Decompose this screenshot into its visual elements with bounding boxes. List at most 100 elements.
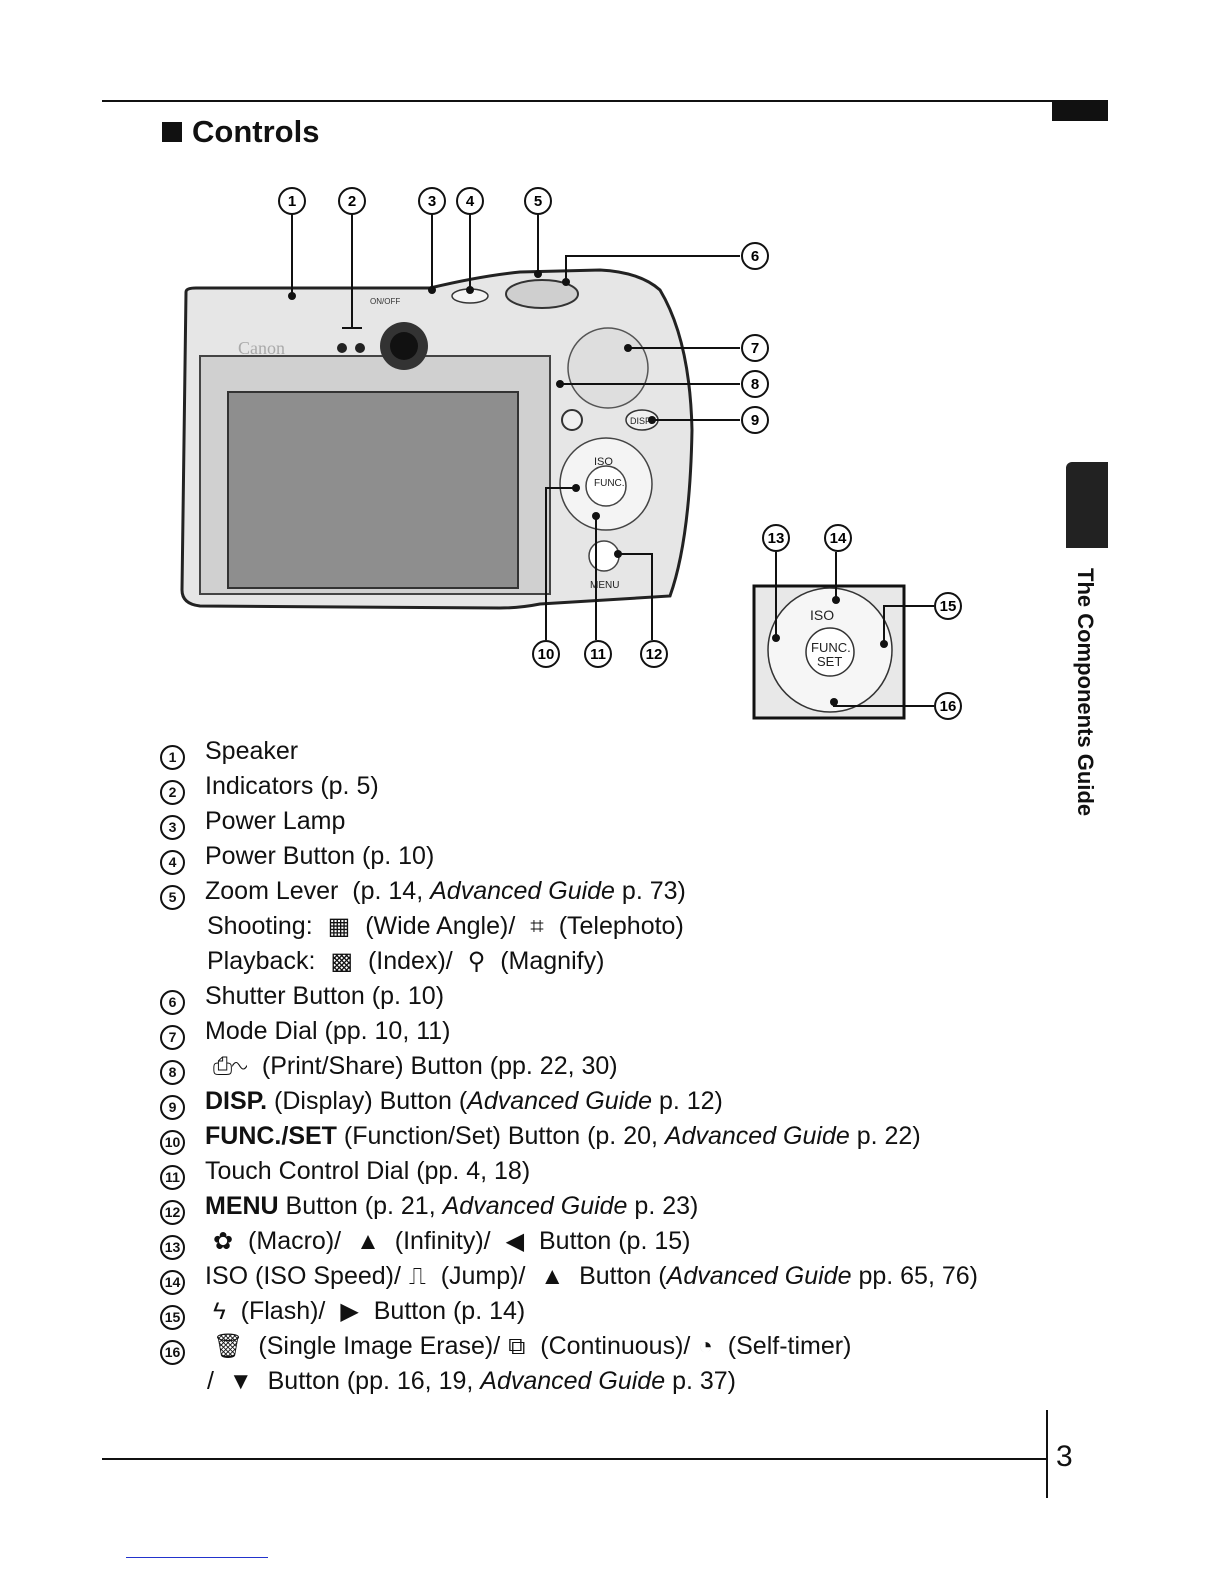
list-item: / ▼ Button (pp. 16, 19, Advanced Guide p… <box>160 1364 1040 1399</box>
item-text: Button (pp. 16, 19, <box>260 1367 481 1395</box>
svg-text:1: 1 <box>288 193 296 210</box>
callout-15: 15 <box>934 592 962 620</box>
item-text: Button (p. 15) <box>532 1227 691 1255</box>
left-arrow-icon: ◀ <box>505 1228 525 1255</box>
item-number: 5 <box>160 884 185 910</box>
leader-dots <box>288 270 656 558</box>
svg-text:2: 2 <box>348 193 356 210</box>
list-item: 6 Shutter Button (p. 10) <box>160 979 1040 1015</box>
svg-text:3: 3 <box>428 193 436 210</box>
item-number: 9 <box>160 1094 185 1120</box>
svg-text:5: 5 <box>534 193 542 210</box>
item-text: (Wide Angle)/ <box>358 912 523 940</box>
item-number: 1 <box>160 744 185 770</box>
item-number: 12 <box>160 1199 185 1225</box>
item-text: (Magnify) <box>493 947 605 975</box>
svg-text:11: 11 <box>590 646 606 663</box>
square-bullet-icon <box>162 122 182 142</box>
item-text: (Single Image Erase)/ <box>251 1332 501 1360</box>
item-text: Touch Control Dial (pp. 4, 18) <box>205 1157 531 1185</box>
item-number: 13 <box>160 1234 185 1260</box>
item-text: MENU <box>205 1192 279 1220</box>
callout-13: 13 <box>762 524 790 552</box>
up-arrow-icon: ▲ <box>540 1263 565 1290</box>
telephoto-icon: ⌗ <box>530 913 544 940</box>
list-item: 8 ⎙∿ (Print/Share) Button (pp. 22, 30) <box>160 1049 1040 1085</box>
item-text: Shutter Button (p. 10) <box>205 982 445 1010</box>
corner-block <box>1052 101 1108 121</box>
item-number: 11 <box>160 1164 185 1190</box>
item-text: Mode Dial (pp. 10, 11) <box>205 1017 451 1045</box>
disp-label: DISP. <box>630 416 652 426</box>
item-number: 6 <box>160 989 185 1015</box>
callout-14: 14 <box>824 524 852 552</box>
svg-text:8: 8 <box>751 376 759 393</box>
side-tab <box>1066 462 1108 548</box>
item-number: 8 <box>160 1059 185 1085</box>
callout-4: 4 <box>456 187 484 215</box>
svg-text:9: 9 <box>751 412 759 429</box>
item-text: Button (p. 14) <box>366 1297 526 1325</box>
item-text: DISP. <box>205 1087 268 1115</box>
page-number-divider <box>1046 1410 1048 1498</box>
inset-set-label: SET <box>817 654 842 669</box>
wide-angle-icon: ▦ <box>327 913 351 940</box>
camera-brand: Canon <box>238 338 285 358</box>
section-heading: Controls <box>162 114 319 150</box>
list-item: 4 Power Button (p. 10) <box>160 839 1040 875</box>
item-text: Zoom Lever (p. 14, <box>205 877 431 905</box>
item-text: Shooting: <box>207 912 320 940</box>
erase-icon: 🗑 <box>213 1333 244 1360</box>
list-item: 11 Touch Control Dial (pp. 4, 18) <box>160 1154 1040 1190</box>
control-dial-inset: ISO FUNC. SET <box>752 552 934 720</box>
item-text: Power Button (p. 10) <box>205 842 435 870</box>
svg-text:7: 7 <box>751 340 759 357</box>
item-text: Advanced Guide <box>664 1122 850 1150</box>
svg-text:6: 6 <box>751 248 759 265</box>
svg-text:13: 13 <box>768 530 785 547</box>
callout-9: 9 <box>741 406 769 434</box>
callout-11: 11 <box>584 640 612 668</box>
item-text: pp. 65, 76) <box>851 1262 978 1290</box>
callout-7: 7 <box>741 334 769 362</box>
item-text: Button (p. 21, <box>278 1192 443 1220</box>
item-text: (Telephoto) <box>551 912 684 940</box>
item-number: 10 <box>160 1129 185 1155</box>
svg-text:16: 16 <box>940 698 957 715</box>
item-text: (Jump)/ <box>433 1262 533 1290</box>
camera-body: Canon ON/OFF DISP. ISO FUNC. MENU <box>180 268 694 610</box>
inset-iso-label: ISO <box>810 607 834 623</box>
flash-icon: ϟ <box>213 1298 226 1325</box>
item-text: (Infinity)/ <box>387 1227 498 1255</box>
callout-2: 2 <box>338 187 366 215</box>
item-text: ISO <box>205 1262 249 1290</box>
svg-text:14: 14 <box>830 530 847 547</box>
item-text: p. 12) <box>652 1087 723 1115</box>
callout-1: 1 <box>278 187 306 215</box>
continuous-icon: ⧉ <box>508 1333 526 1360</box>
list-item: 16🗑 (Single Image Erase)/⧉ (Continuous)/… <box>160 1329 1040 1365</box>
svg-text:12: 12 <box>646 646 663 663</box>
item-text: p. 37) <box>665 1367 736 1395</box>
item-text: (Flash)/ <box>233 1297 333 1325</box>
top-rule <box>102 100 1108 102</box>
svg-text:4: 4 <box>466 193 475 210</box>
item-text: Power Lamp <box>205 807 346 835</box>
item-text: (Continuous)/ <box>533 1332 691 1360</box>
item-number: 4 <box>160 849 185 875</box>
page-number: 3 <box>1056 1440 1073 1473</box>
callout-16: 16 <box>934 692 962 720</box>
item-number: 2 <box>160 779 185 805</box>
func-label: FUNC. <box>594 478 625 489</box>
item-text: p. 23) <box>627 1192 699 1220</box>
item-text: (Function/Set) Button (p. 20, <box>336 1122 665 1150</box>
print-share-icon: ⎙∿ <box>213 1053 247 1080</box>
item-text: (Print/Share) Button (pp. 22, 30) <box>254 1052 618 1080</box>
